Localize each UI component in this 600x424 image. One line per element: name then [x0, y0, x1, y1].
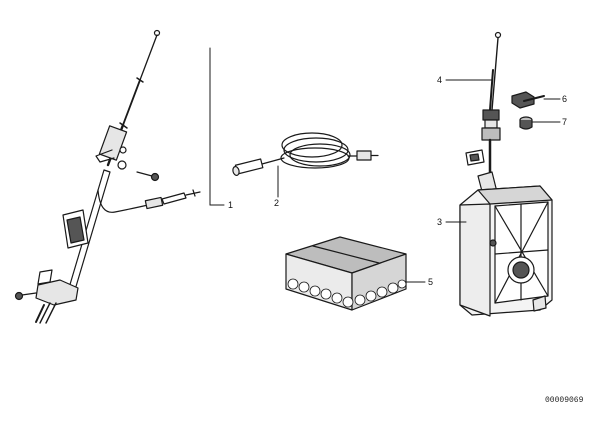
callout-7: 7 [562, 117, 568, 127]
manual-antenna-assembly [14, 29, 201, 324]
callout-4: 4 [437, 75, 443, 85]
document-number: 00009069 [545, 396, 584, 405]
callout-6: 6 [562, 94, 568, 104]
callout-3: 3 [437, 217, 443, 227]
mounting-nut [511, 91, 561, 109]
callout-1: 1 [228, 200, 234, 210]
antenna-cable-coil [232, 132, 379, 198]
power-antenna-assembly [459, 31, 553, 317]
carton-box [285, 236, 426, 311]
callout-5: 5 [428, 277, 434, 287]
rubber-washer [519, 116, 561, 130]
callout-2: 2 [274, 198, 280, 208]
